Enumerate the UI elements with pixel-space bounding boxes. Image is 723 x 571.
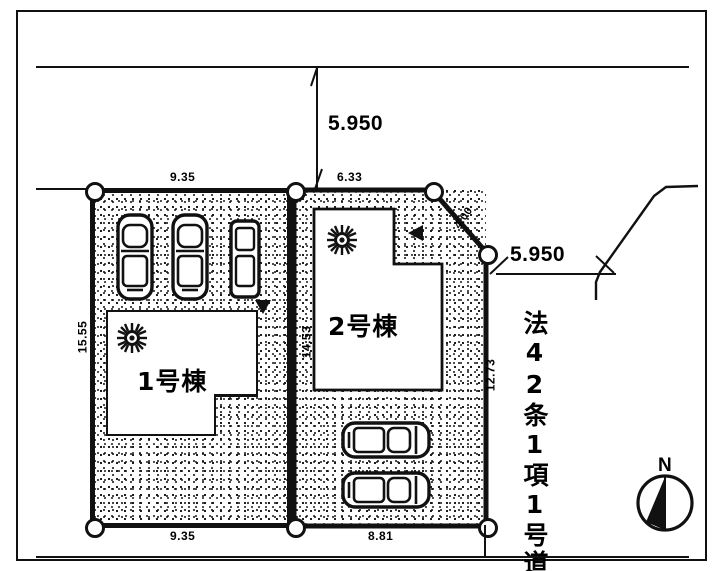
boundary-point-icon	[478, 245, 498, 265]
road-width-top-arrow-up-icon	[310, 67, 318, 87]
tree-icon	[327, 225, 357, 255]
building-2-footprint	[312, 207, 444, 392]
road-width-right-arrow-left-icon	[489, 256, 509, 275]
top-right-lot-dimension-label: 6.33	[337, 170, 363, 184]
building-1-label: 1号棟	[137, 367, 208, 396]
top-left-lot-dimension-label: 9.35	[170, 170, 196, 184]
road-width-right-dimension-label: 5.950	[510, 243, 566, 266]
road-type-label: 法42条1項1号道路	[520, 310, 549, 571]
entrance-arrow-icon	[255, 300, 271, 314]
boundary-point-icon	[424, 182, 444, 202]
middle-side-dimension-label: 14.53	[299, 325, 314, 359]
lot-2-boundary	[291, 187, 489, 529]
boundary-point-icon	[286, 182, 306, 202]
road-top-edge-line	[36, 66, 689, 68]
drawing-frame	[16, 10, 707, 561]
building-1-footprint-lower	[106, 394, 216, 436]
boundary-point-icon	[85, 182, 105, 202]
building-2-label: 2号棟	[328, 312, 399, 341]
left-side-dimension-label: 15.55	[75, 320, 90, 354]
road-width-top-dimension-line	[316, 66, 318, 189]
boundary-point-icon	[85, 518, 105, 538]
lot-1-boundary	[90, 188, 292, 528]
road-right-boundary-polyline	[594, 184, 699, 300]
car-icon	[171, 213, 209, 301]
road-width-top-dimension-label: 5.950	[328, 112, 384, 135]
bottom-right-lot-dimension-label: 8.81	[368, 529, 394, 543]
road-width-top-arrow-down-icon	[314, 168, 323, 190]
right-side-dimension-label: 12.73	[483, 358, 498, 392]
compass-icon	[636, 474, 694, 532]
lot-top-extension-line	[36, 188, 88, 190]
car-icon	[116, 213, 154, 301]
building-1-interior-patch	[109, 392, 213, 398]
lot-bottom-extension-line	[36, 556, 689, 558]
tree-icon	[117, 323, 147, 353]
car-icon	[229, 219, 261, 299]
compass-north-label: N	[658, 455, 672, 476]
road-width-right-arrow-right-icon	[595, 255, 615, 274]
boundary-point-icon	[286, 518, 306, 538]
right-boundary-drop-line	[484, 525, 486, 557]
bottom-left-lot-dimension-label: 9.35	[170, 529, 196, 543]
car-icon	[341, 421, 431, 459]
road-width-right-dimension-line	[496, 273, 616, 275]
boundary-point-icon	[478, 518, 498, 538]
entrance-arrow-icon	[408, 225, 423, 241]
car-icon	[341, 471, 431, 509]
building-1-notch-edge	[214, 394, 258, 397]
